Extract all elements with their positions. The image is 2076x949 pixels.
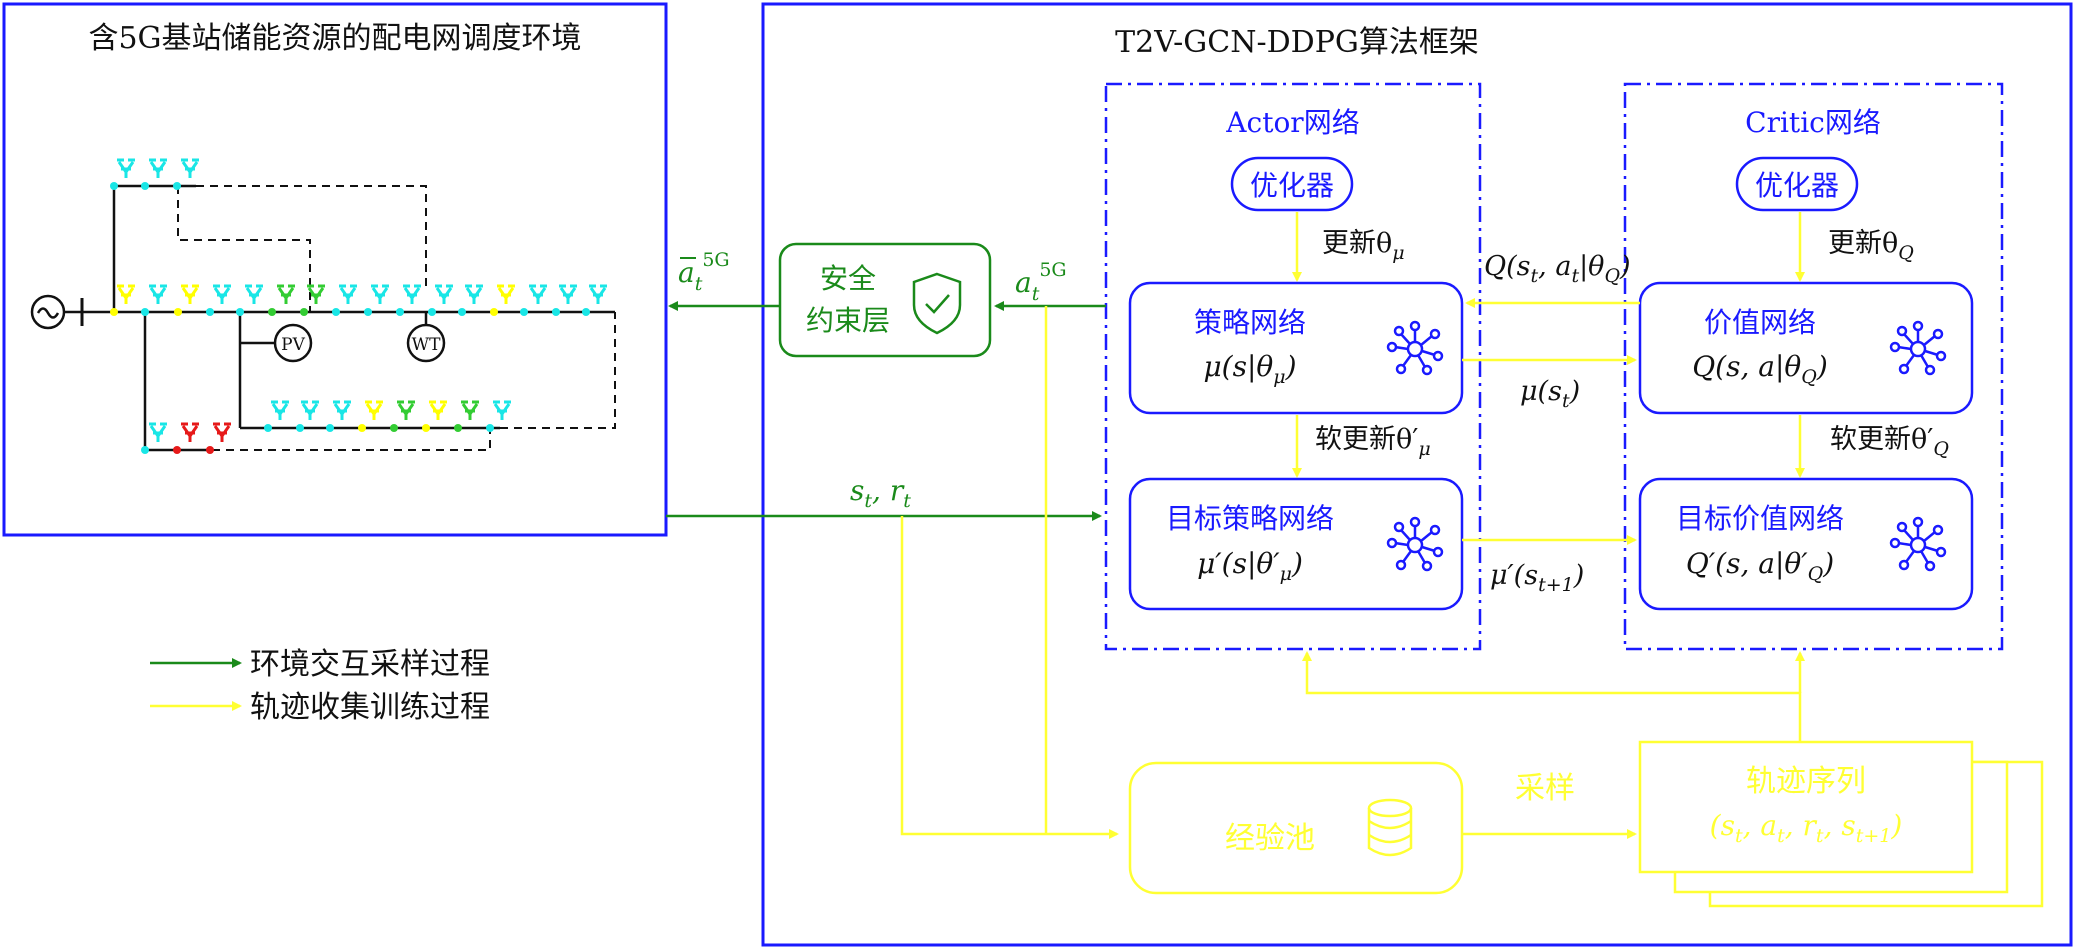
value-network-formula: Q(s, a|θQ) (1692, 350, 1828, 388)
legend-green-label: 环境交互采样过程 (250, 647, 490, 682)
q-feedback-label: Q(st, at|θQ) (1484, 251, 1631, 287)
critic-title: Critic网络 (1745, 106, 1881, 139)
policy-network-formula: μ(s|θμ) (1203, 350, 1296, 388)
policy-network-graph-icon (1386, 320, 1444, 376)
environment-title: 含5G基站储能资源的配电网调度环境 (88, 21, 581, 56)
policy-network (1128, 281, 1464, 415)
safety-line2: 约束层 (806, 304, 890, 337)
st-rt-label: st, rt (850, 474, 911, 512)
experience-pool (1128, 761, 1464, 895)
wt-icon (406, 323, 446, 363)
legend-yellow-label: 轨迹收集训练过程 (250, 690, 490, 725)
target-value-formula: Q′(s, a|θ′Q) (1686, 547, 1834, 585)
a-t-5g-label: at5G (1015, 259, 1067, 305)
trajectory-sequence (1638, 740, 1974, 874)
critic-optimizer-label: 优化器 (1755, 169, 1839, 202)
wt-label: WT (412, 335, 441, 355)
a-bar-t-5g-label: at5G (678, 249, 730, 295)
framework-title: T2V-GCN-DDPG算法框架 (1115, 25, 1479, 60)
power-source-icon (30, 294, 84, 330)
actor-soft-update-label: 软更新θ′μ (1315, 424, 1431, 460)
trajectory-title: 轨迹序列 (1746, 764, 1866, 799)
target-value-network (1638, 477, 1974, 611)
safety-layer (778, 242, 992, 358)
environment-panel (2, 2, 668, 537)
critic-update-label: 更新θQ (1828, 228, 1914, 264)
actor-title: Actor网络 (1225, 106, 1359, 139)
actor-group (1104, 82, 1482, 651)
target-policy-title: 目标策略网络 (1166, 502, 1334, 535)
experience-pool-label: 经验池 (1225, 821, 1315, 856)
value-network (1638, 281, 1974, 415)
target-value-graph-icon (1889, 516, 1947, 572)
target-policy-network (1128, 477, 1464, 611)
legend: 环境交互采样过程 轨迹收集训练过程 (150, 647, 490, 725)
critic-soft-update-label: 软更新θ′Q (1830, 424, 1949, 460)
target-value-title: 目标价值网络 (1676, 502, 1844, 535)
critic-group (1623, 82, 2004, 651)
target-policy-formula: μ′(s|θ′μ) (1197, 547, 1303, 585)
safety-line1: 安全 (820, 262, 876, 295)
mu-st-label: μ(st) (1520, 376, 1580, 412)
shield-check-icon (912, 272, 962, 335)
target-policy-graph-icon (1386, 516, 1444, 572)
mu-prime-label: μ′(st+1) (1490, 560, 1584, 596)
value-network-title: 价值网络 (1704, 306, 1816, 339)
distribution-network: PV WT (30, 158, 616, 454)
actor-update-label: 更新θμ (1322, 228, 1405, 264)
actor-optimizer-label: 优化器 (1250, 169, 1334, 202)
trajectory-formula: (st, at, rt, st+1) (1710, 809, 1903, 847)
actor-optimizer (1230, 156, 1354, 212)
framework-panel (761, 2, 2073, 947)
database-icon (1367, 798, 1413, 857)
value-network-graph-icon (1889, 320, 1947, 376)
pv-label: PV (281, 335, 305, 355)
pv-icon (273, 323, 313, 363)
policy-network-title: 策略网络 (1194, 306, 1306, 339)
critic-optimizer (1735, 156, 1859, 212)
sample-label: 采样 (1515, 771, 1575, 806)
